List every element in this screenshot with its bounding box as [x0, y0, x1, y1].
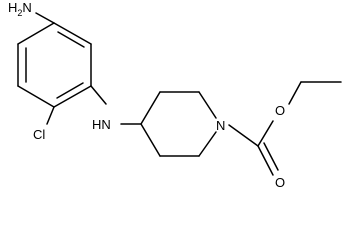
atom-o-carbonyl: O [275, 175, 285, 189]
bond [53, 22, 92, 45]
bond-n-carbonyl [228, 124, 259, 147]
bond [140, 91, 161, 125]
double-bond-inner [56, 82, 84, 99]
atom-label: H2N [8, 0, 32, 18]
atom-n: N [216, 118, 225, 133]
piperidine-ring [140, 91, 217, 157]
bond-nh2 [35, 12, 55, 24]
benzene-ring [17, 22, 92, 108]
bond-carbonyl-o-single [257, 120, 274, 147]
atom-label: HN [92, 117, 111, 132]
bond-ring-nh [90, 85, 107, 105]
bond [53, 85, 92, 108]
bond [198, 91, 217, 119]
bond-cl [46, 106, 55, 125]
structure-diagram: H2N Cl HN N O O [8, 0, 342, 189]
bond [17, 22, 55, 45]
atom-nh2: H2N [8, 0, 32, 18]
bond-carbonyl-o-double [257, 145, 274, 176]
atom-label: O [275, 103, 285, 118]
atom-cl: Cl [33, 127, 45, 142]
atom-o-ester: O [275, 103, 285, 118]
atom-label: Cl [33, 127, 45, 142]
bond-o-ch2 [288, 81, 302, 105]
bond [17, 85, 55, 108]
atom-nh: HN [92, 117, 111, 132]
double-bond-inner [57, 31, 85, 48]
bond [198, 131, 217, 157]
atom-label: O [275, 175, 285, 189]
atom-label: N [216, 118, 225, 133]
bond [140, 123, 161, 157]
bond-carbonyl-o-double-2 [263, 142, 279, 171]
